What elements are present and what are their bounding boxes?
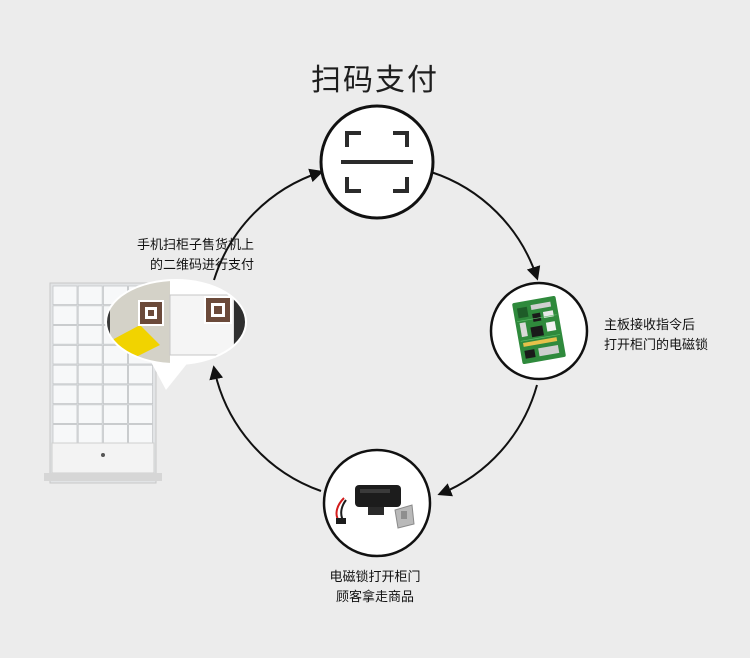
- cabinet-compartment: [103, 404, 128, 424]
- cabinet-caption-line1: 手机扫柜子售货机上: [136, 238, 254, 253]
- page-title: 扫码支付: [311, 63, 439, 98]
- cabinet-step-caption: 手机扫柜子售货机上 的二维码进行支付: [84, 236, 254, 276]
- cabinet-compartment: [77, 325, 103, 345]
- board-step-caption: 主板接收指令后 打开柜门的电磁锁: [604, 316, 708, 356]
- cabinet-compartment: [52, 305, 78, 325]
- cabinet-compartment: [103, 364, 128, 385]
- cabinet-compartment: [128, 384, 154, 405]
- arrow-cabinet-to-scan: [213, 168, 324, 281]
- cabinet-compartment: [128, 364, 154, 385]
- cabinet-compartment: [103, 384, 128, 405]
- cabinet-compartment: [77, 404, 103, 424]
- cabinet-compartment: [77, 305, 103, 325]
- cabinet-compartment: [52, 384, 78, 405]
- cabinet-compartment: [52, 285, 78, 306]
- scan-step-circle: [319, 104, 435, 220]
- flow-arrows: [209, 168, 541, 497]
- board-caption-line2: 打开柜门的电磁锁: [604, 338, 709, 353]
- cabinet-compartment: [77, 424, 103, 444]
- cabinet-caption-line2: 的二维码进行支付: [149, 258, 254, 273]
- cabinet-compartment: [52, 364, 78, 385]
- cabinet-compartment: [77, 344, 103, 365]
- board-caption-line1: 主板接收指令后: [604, 318, 696, 333]
- cabinet-compartment: [77, 384, 103, 405]
- lock-caption-line2: 顾客拿走商品: [335, 590, 414, 605]
- board-step-circle: [489, 281, 589, 381]
- lock-step-circle: [322, 448, 432, 558]
- cabinet-compartment: [52, 424, 78, 444]
- cabinet-compartment: [52, 404, 78, 424]
- cabinet-compartment: [103, 424, 128, 444]
- cabinet-compartment: [103, 344, 128, 365]
- cabinet-compartment: [77, 285, 103, 306]
- cabinet-compartment: [128, 424, 154, 444]
- arrow-board-to-lock: [437, 384, 538, 497]
- cabinet-compartment: [52, 344, 78, 365]
- lock-caption-line1: 电磁锁打开柜门: [329, 570, 421, 585]
- arrow-lock-to-cabinet: [209, 365, 322, 492]
- lock-step-caption: 电磁锁打开柜门 顾客拿走商品: [290, 568, 460, 608]
- scan-icon: [341, 131, 413, 193]
- qr-code-left: [138, 300, 164, 326]
- arrow-scan-to-board: [430, 171, 541, 281]
- cabinet-compartment: [77, 364, 103, 385]
- cabinet-compartment: [128, 404, 154, 424]
- electromagnetic-lock-icon: [335, 485, 415, 529]
- circuit-board-icon: [512, 295, 566, 365]
- qr-code-right: [204, 296, 232, 324]
- cabinet-compartment: [52, 325, 78, 345]
